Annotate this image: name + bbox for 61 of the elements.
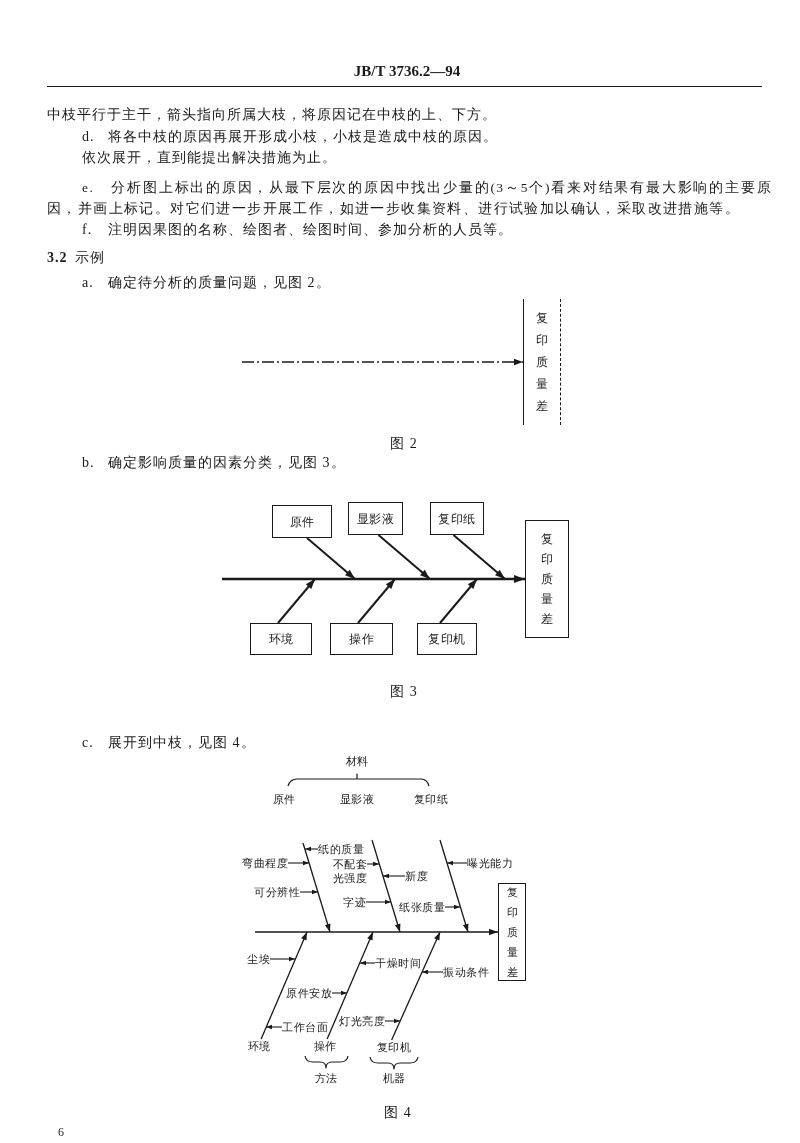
cause-text: 显影液 (356, 511, 395, 526)
effect-box (498, 883, 526, 981)
cause-text: 复印机 (428, 632, 466, 646)
item-letter: f. (82, 221, 93, 239)
figure-caption: 图 2 (390, 435, 418, 453)
sub-cause-label: 光强度 (332, 871, 367, 885)
cause-box (417, 623, 477, 655)
cause-text: 操作 (349, 632, 374, 646)
category-label: 环境 (247, 1039, 271, 1053)
sub-cause-label: 振动条件 (443, 965, 489, 979)
paragraph-text: 注明因果图的名称、绘图者、绘图时间、参加分析的人员等。 (108, 221, 513, 239)
category-label: 复印机 (376, 1040, 412, 1054)
sub-cause-label: 工作台面 (282, 1020, 328, 1034)
group-label: 机器 (382, 1071, 406, 1085)
cause-box (348, 502, 403, 535)
cause-box (250, 623, 312, 655)
sub-cause-label: 干燥时间 (375, 956, 421, 970)
cause-text: 原件 (289, 514, 315, 529)
group-label: 材料 (345, 754, 369, 768)
sub-cause-label: 纸的质量 (318, 842, 364, 856)
paragraph-text: 展开到中枝，见图 4。 (108, 734, 256, 752)
effect-text: 复印质量差 (506, 885, 518, 980)
cause-box (272, 505, 332, 538)
sub-cause-label: 尘埃 (247, 952, 270, 966)
section-heading: 示例 (75, 249, 105, 267)
item-letter: a. (82, 274, 94, 292)
category-label: 复印纸 (413, 792, 449, 806)
effect-box (525, 520, 569, 638)
category-label: 原件 (272, 792, 296, 806)
sub-cause-label: 新度 (405, 869, 428, 883)
item-letter: b. (82, 454, 95, 472)
cause-box (330, 623, 393, 655)
paragraph-text: 中枝平行于主干，箭头指向所属大枝，将原因记在中枝的上、下方。 (47, 106, 497, 124)
paragraph-text: 依次展开，直到能提出解决措施为止。 (82, 149, 337, 167)
sub-cause-label: 纸张质量 (399, 900, 445, 914)
cause-text: 环境 (268, 632, 294, 646)
item-letter: c. (82, 734, 94, 752)
category-label: 显影液 (339, 792, 375, 806)
cause-box (430, 502, 484, 535)
paragraph-text: 将各中枝的原因再展开形成小枝，小枝是造成中枝的原因。 (108, 128, 498, 146)
cause-text: 复印纸 (438, 511, 476, 526)
header-text: JB/T 3736.2—94 (353, 62, 461, 81)
paragraph-text: 确定待分析的质量问题，见图 2。 (108, 274, 331, 292)
effect-text: 复印质量差 (541, 531, 553, 628)
item-letter: d. (82, 128, 95, 146)
sub-cause-label: 灯光亮度 (339, 1014, 385, 1028)
figure-caption: 图 3 (390, 683, 418, 701)
paragraph-text: 确定影响质量的因素分类，见图 3。 (108, 454, 346, 472)
category-label: 操作 (313, 1039, 337, 1053)
sub-cause-label: 字迹 (343, 895, 366, 909)
group-label: 方法 (314, 1071, 338, 1085)
sub-cause-label: 不配套 (332, 857, 367, 871)
effect-text: 复印质量差 (536, 310, 548, 415)
sub-cause-label: 弯曲程度 (242, 856, 288, 870)
figure-caption: 图 4 (384, 1104, 412, 1122)
page-number: 6 (58, 1124, 65, 1141)
sub-cause-label: 曝光能力 (467, 856, 513, 870)
sub-cause-label: 可分辨性 (254, 885, 300, 899)
section-number: 3.2 (47, 249, 68, 267)
paragraph-text: e. 分析图上标出的原因，从最下层次的原因中找出少量的(3～5个)看来对结果有最大影响的主要原因，并画上标记。对它们进一步开展工作，如进一步收集资料、进行试验加以确认，采取改进措施等。 (47, 179, 772, 218)
sub-cause-label: 原件安放 (286, 986, 332, 1000)
